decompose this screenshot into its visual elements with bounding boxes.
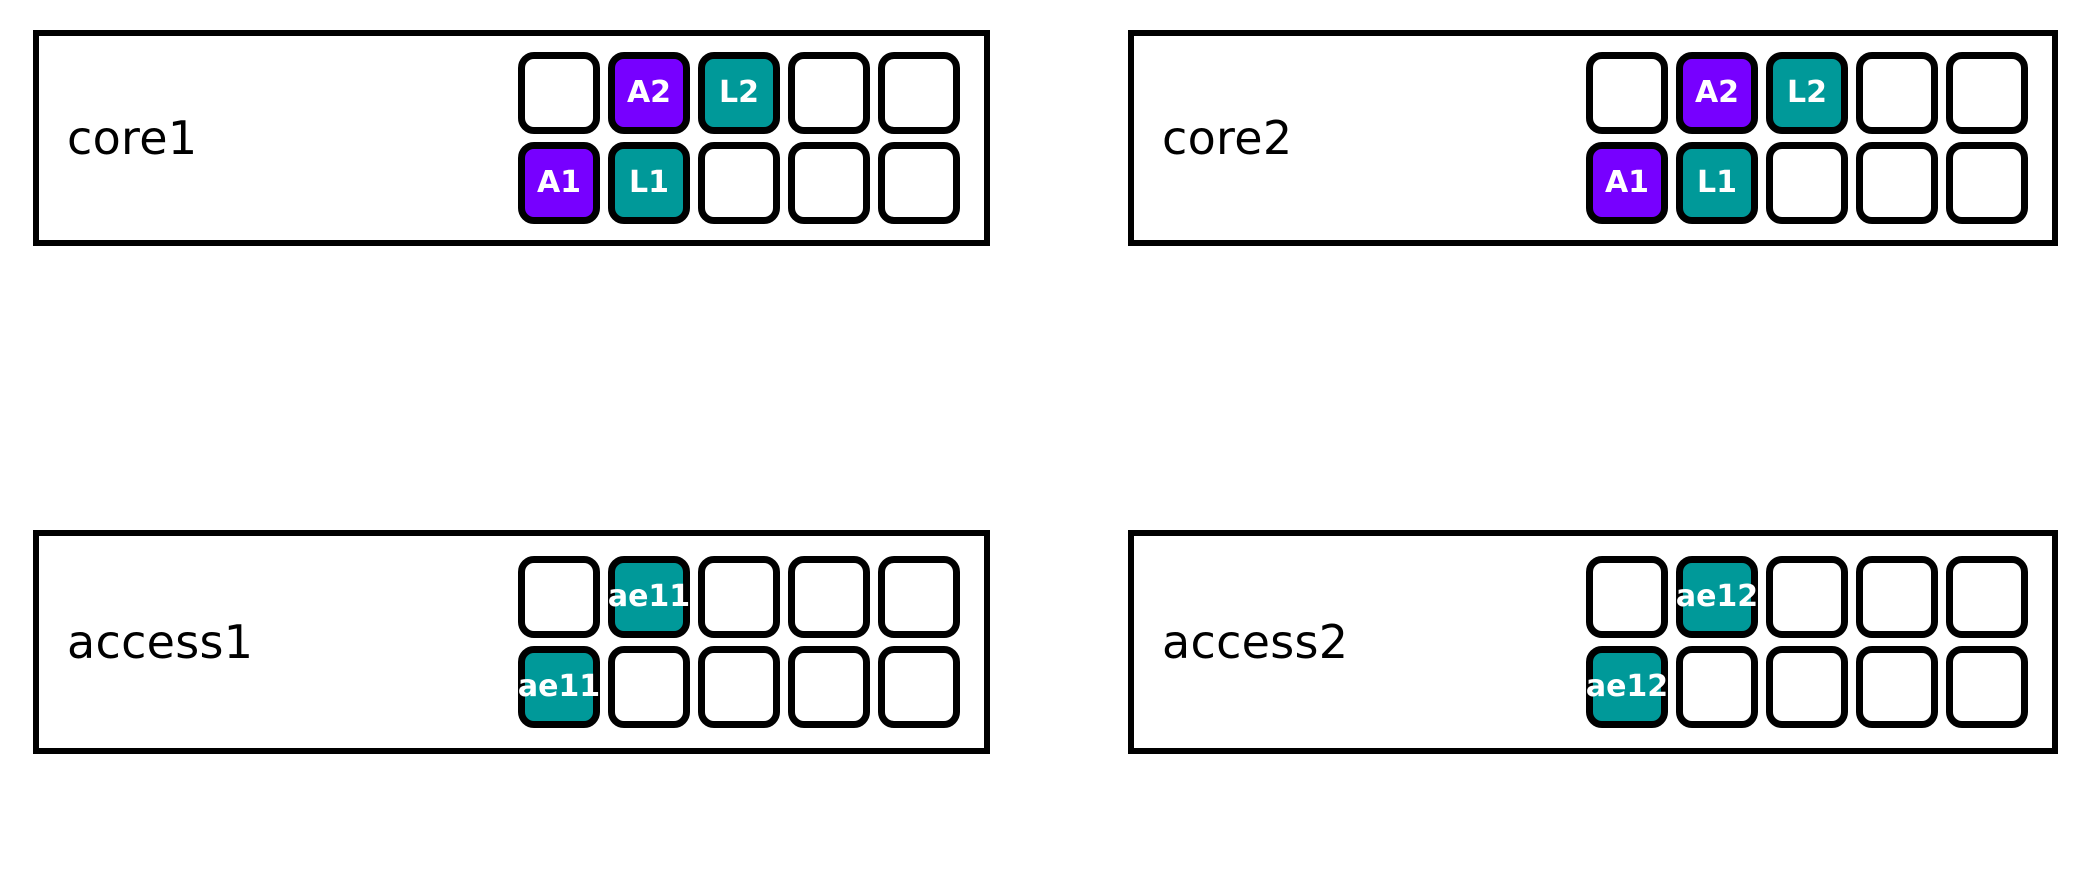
port-grid-access2: ae12 ae12 (1586, 556, 2028, 728)
port-cell[interactable] (1856, 646, 1938, 728)
port-cell[interactable]: L2 (1766, 52, 1848, 134)
port-row-top: A2 L2 (1586, 52, 2028, 134)
port-label: ae12 (1675, 579, 1759, 614)
port-cell[interactable]: A2 (608, 52, 690, 134)
port-cell[interactable] (878, 556, 960, 638)
port-cell[interactable] (878, 52, 960, 134)
port-cell[interactable]: L2 (698, 52, 780, 134)
port-cell[interactable] (878, 646, 960, 728)
port-cell[interactable]: A1 (518, 142, 600, 224)
port-cell[interactable] (1856, 556, 1938, 638)
device-panel-access1[interactable]: access1 ae11 ae11 (33, 530, 990, 754)
port-cell[interactable] (1856, 52, 1938, 134)
port-cell[interactable]: L1 (1676, 142, 1758, 224)
port-cell[interactable]: ae12 (1586, 646, 1668, 728)
port-label: ae12 (1585, 669, 1669, 704)
port-cell[interactable]: ae12 (1676, 556, 1758, 638)
port-grid-core1: A2 L2 A1 L1 (518, 52, 960, 224)
port-label: A2 (1694, 75, 1740, 110)
port-row-bottom: ae11 (518, 646, 960, 728)
port-cell[interactable] (698, 646, 780, 728)
port-cell[interactable] (788, 556, 870, 638)
port-cell[interactable] (608, 646, 690, 728)
port-cell[interactable]: ae11 (518, 646, 600, 728)
port-label: A2 (626, 75, 672, 110)
port-cell[interactable] (878, 142, 960, 224)
port-cell[interactable]: A2 (1676, 52, 1758, 134)
port-cell[interactable] (1766, 646, 1848, 728)
device-label-core2: core2 (1162, 111, 1293, 165)
port-cell[interactable] (788, 646, 870, 728)
port-cell[interactable] (788, 52, 870, 134)
port-row-bottom: A1 L1 (518, 142, 960, 224)
port-label: A1 (1604, 165, 1650, 200)
port-cell[interactable]: A1 (1586, 142, 1668, 224)
port-label: L2 (1787, 75, 1827, 110)
device-label-access1: access1 (67, 615, 254, 669)
port-grid-access1: ae11 ae11 (518, 556, 960, 728)
port-cell[interactable] (518, 556, 600, 638)
port-cell[interactable] (1766, 142, 1848, 224)
port-cell[interactable] (1946, 646, 2028, 728)
port-cell[interactable] (518, 52, 600, 134)
port-cell[interactable] (1586, 556, 1668, 638)
port-cell[interactable] (1946, 556, 2028, 638)
port-cell[interactable] (1946, 52, 2028, 134)
device-panel-core2[interactable]: core2 A2 L2 A1 L1 (1128, 30, 2058, 246)
port-grid-core2: A2 L2 A1 L1 (1586, 52, 2028, 224)
port-row-top: ae12 (1586, 556, 2028, 638)
port-row-top: ae11 (518, 556, 960, 638)
port-label: L1 (629, 165, 669, 200)
port-label: L2 (719, 75, 759, 110)
port-row-bottom: A1 L1 (1586, 142, 2028, 224)
port-cell[interactable]: L1 (608, 142, 690, 224)
port-row-top: A2 L2 (518, 52, 960, 134)
port-cell[interactable]: ae11 (608, 556, 690, 638)
port-cell[interactable] (1856, 142, 1938, 224)
port-row-bottom: ae12 (1586, 646, 2028, 728)
port-cell[interactable] (1766, 556, 1848, 638)
port-cell[interactable] (698, 142, 780, 224)
port-cell[interactable] (1676, 646, 1758, 728)
device-panel-core1[interactable]: core1 A2 L2 A1 L1 (33, 30, 990, 246)
port-cell[interactable] (788, 142, 870, 224)
port-label: A1 (536, 165, 582, 200)
port-cell[interactable] (698, 556, 780, 638)
port-label: L1 (1697, 165, 1737, 200)
device-panel-access2[interactable]: access2 ae12 ae12 (1128, 530, 2058, 754)
port-cell[interactable] (1586, 52, 1668, 134)
device-label-access2: access2 (1162, 615, 1349, 669)
port-label: ae11 (517, 669, 601, 704)
device-label-core1: core1 (67, 111, 198, 165)
port-label: ae11 (607, 579, 691, 614)
port-cell[interactable] (1946, 142, 2028, 224)
